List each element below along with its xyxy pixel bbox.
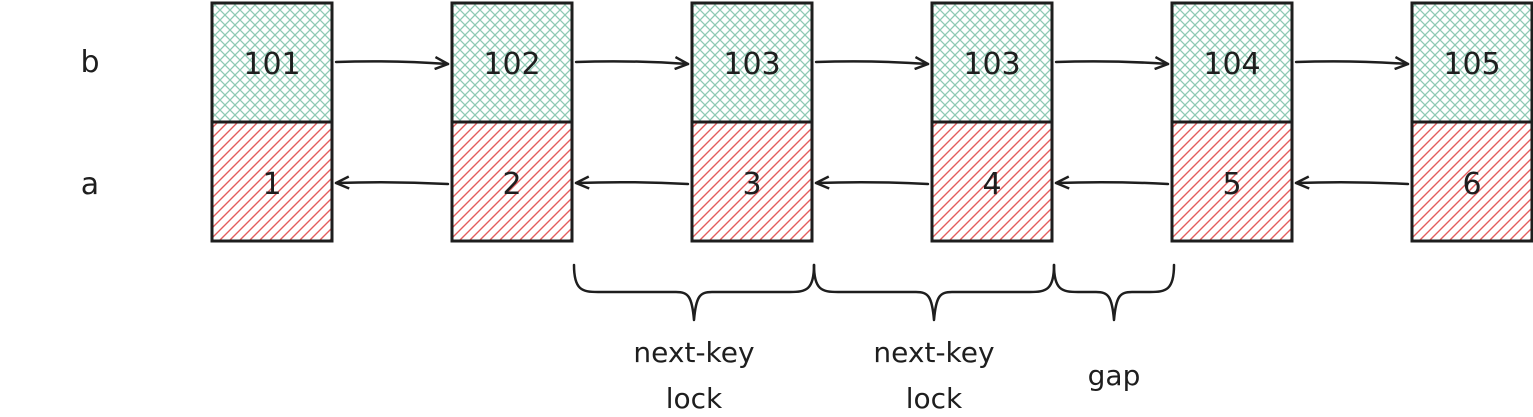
brace-curve <box>1052 263 1176 322</box>
range-brace: next-key lock <box>572 263 816 415</box>
lock-braces: next-key lock next-key lock gap <box>572 263 1176 415</box>
index-nodes: 101 1 102 2 103 3 103 4 104 5 105 6 <box>210 1 1533 243</box>
next-pointer-arrow <box>334 61 450 64</box>
b-value: 103 <box>963 47 1020 82</box>
brace-label-line: next-key <box>873 336 994 369</box>
row-label-b: b <box>80 45 99 80</box>
brace-curve <box>812 263 1056 322</box>
b-value: 103 <box>723 47 780 82</box>
next-pointer-arrow <box>574 61 690 64</box>
brace-label-line: gap <box>1088 359 1141 392</box>
prev-pointer-arrow <box>334 182 450 184</box>
b-value: 102 <box>483 47 540 82</box>
a-cell-border <box>930 120 1054 243</box>
a-cell-fill <box>452 122 572 241</box>
a-value: 6 <box>1462 167 1481 202</box>
a-cell-fill <box>692 122 812 241</box>
pointer-arrows <box>334 61 1410 184</box>
prev-pointer-arrow <box>1294 182 1410 184</box>
a-cell-fill <box>932 122 1052 241</box>
next-pointer-arrow <box>1294 61 1410 64</box>
brace-label-line: next-key <box>633 336 754 369</box>
a-cell-border <box>210 120 334 243</box>
b-value: 101 <box>243 47 300 82</box>
next-pointer-arrow <box>1054 61 1170 64</box>
next-pointer-arrow <box>814 61 930 64</box>
prev-pointer-arrow <box>814 182 930 184</box>
index-node: 104 5 <box>1170 1 1294 243</box>
a-cell-fill <box>1172 122 1292 241</box>
a-cell-border <box>450 120 574 243</box>
prev-pointer-arrow <box>1054 182 1170 184</box>
a-value: 5 <box>1222 167 1241 202</box>
b-cell-fill <box>1412 3 1532 122</box>
index-node: 105 6 <box>1410 1 1533 243</box>
brace-label-line: lock <box>906 382 963 415</box>
brace-curve <box>572 263 816 322</box>
a-cell-border <box>1410 120 1533 243</box>
index-node: 102 2 <box>450 1 574 243</box>
row-label-a: a <box>81 167 99 202</box>
brace-label-line: lock <box>666 382 723 415</box>
range-brace: gap <box>1052 263 1176 392</box>
a-cell-fill <box>212 122 332 241</box>
a-value: 1 <box>262 167 281 202</box>
a-value: 2 <box>502 167 521 202</box>
b-cell-fill <box>452 3 572 122</box>
range-brace: next-key lock <box>812 263 1056 415</box>
b-cell-fill <box>1172 3 1292 122</box>
a-cell-border <box>690 120 814 243</box>
index-node: 103 4 <box>930 1 1054 243</box>
index-node: 101 1 <box>210 1 334 243</box>
index-node: 103 3 <box>690 1 814 243</box>
b-value: 105 <box>1443 47 1500 82</box>
prev-pointer-arrow <box>574 182 690 184</box>
a-cell-fill <box>1412 122 1532 241</box>
a-value: 4 <box>982 167 1001 202</box>
b-cell-fill <box>932 3 1052 122</box>
b-value: 104 <box>1203 47 1260 82</box>
a-value: 3 <box>742 167 761 202</box>
a-cell-border <box>1170 120 1294 243</box>
b-cell-fill <box>692 3 812 122</box>
b-cell-fill <box>212 3 332 122</box>
